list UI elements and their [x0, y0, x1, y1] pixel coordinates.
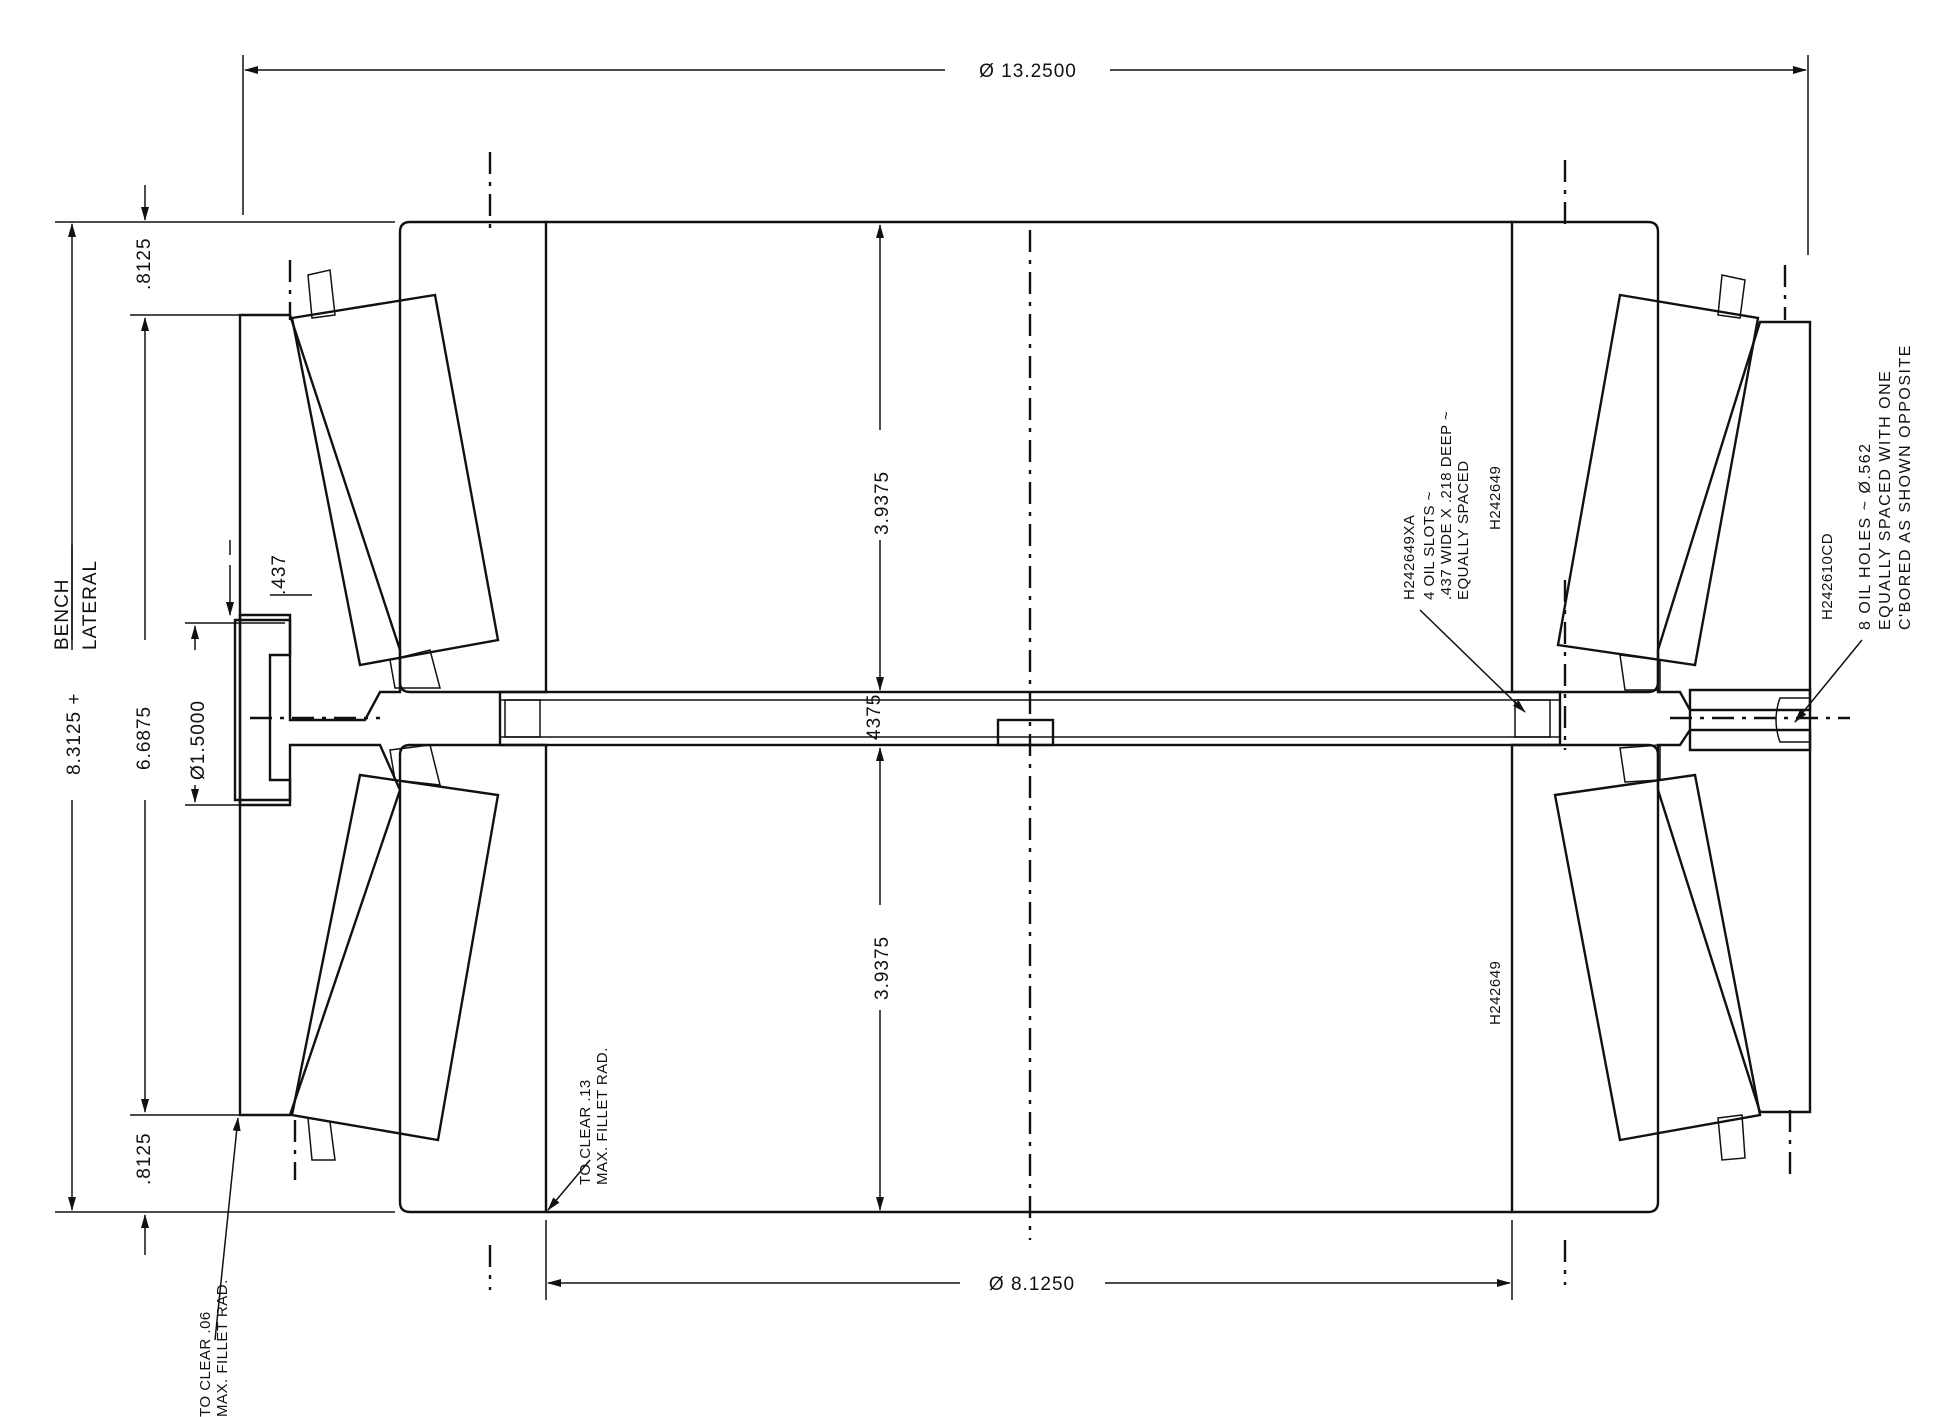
cup-offset-bottom-label: .8125 [134, 1132, 155, 1185]
dimension-lube-hole [185, 540, 312, 806]
bore [498, 220, 1562, 1214]
fillet-note-corner: TO CLEAR .06 MAX. FILLET RAD. [197, 1279, 231, 1417]
roller-top-left [290, 269, 500, 689]
cup-part-number: H242610CD [1819, 533, 1836, 620]
cone-upper-part-number: H242649 [1487, 466, 1504, 530]
right-cup [1656, 320, 1812, 1114]
dimension-overall-diameter [242, 55, 1809, 255]
cone-lower-part-number: H242649 [1487, 961, 1504, 1025]
dimension-bore-diameter [545, 1220, 1513, 1300]
hole-offset-label: .437 [269, 554, 290, 595]
roller-bottom-left [290, 744, 500, 1161]
spacer-width-label: 4375 [864, 694, 885, 740]
cup-span-label: 6.6875 [134, 706, 155, 770]
roller-top-right [1556, 274, 1760, 691]
bore-diameter-label: Ø 8.1250 [989, 1274, 1075, 1295]
oil-holes-note: 8 OIL HOLES ~ Ø.562 EQUALLY SPACED WITH … [1857, 344, 1914, 630]
lube-hole-diameter-label: Ø1.5000 [188, 700, 209, 780]
left-cup [233, 313, 402, 1117]
roller-bottom-right [1553, 744, 1762, 1161]
spacer-part-number: H242649XA [1401, 515, 1418, 600]
stack-width-label: 8.3125 + [64, 692, 85, 775]
oil-slots-note: 4 OIL SLOTS ~ .437 WIDE X .218 DEEP ~ EQ… [1421, 406, 1472, 600]
right-cone-ring [1510, 220, 1660, 1214]
cone-width-upper-label: 3.9375 [872, 471, 893, 535]
overall-diameter-label: Ø 13.2500 [979, 61, 1077, 82]
cup-offset-top-label: .8125 [134, 237, 155, 290]
bench-label: BENCH [52, 578, 73, 650]
center-lines [250, 152, 1850, 1290]
fillet-note-inner: TO CLEAR .13 MAX. FILLET RAD. [577, 1047, 611, 1185]
left-cone-ring [398, 220, 548, 1214]
lateral-label: LATERAL [80, 560, 101, 650]
cone-width-lower-label: 3.9375 [872, 936, 893, 1000]
dimension-cup-offsets [130, 185, 240, 1255]
